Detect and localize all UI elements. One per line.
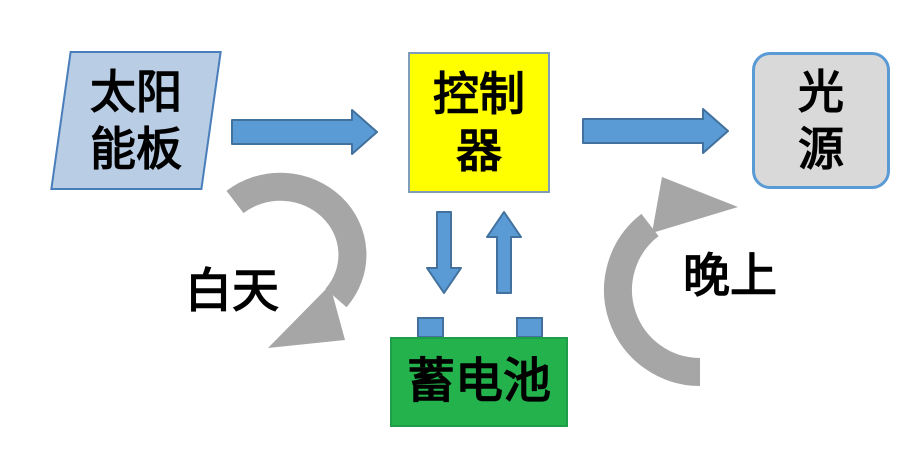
battery-terminal-left xyxy=(417,317,444,338)
daytime-label: 白天 xyxy=(185,266,279,318)
solar-panel-label-line1: 太阳 xyxy=(90,66,182,118)
light-source-label-line1: 光 xyxy=(798,66,844,118)
arrow-controller-to-battery xyxy=(426,211,462,294)
daytime-curved-arrow-band xyxy=(226,172,367,308)
night-curved-arrow-head xyxy=(652,177,738,233)
solar-panel-label-line2: 能板 xyxy=(90,123,182,175)
arrow-battery-to-controller xyxy=(486,211,522,294)
daytime-curved-arrow-head xyxy=(268,285,345,348)
arrow-solar-to-controller xyxy=(231,109,378,155)
controller-node: 控制 器 xyxy=(408,52,550,193)
battery-label: 蓄电池 xyxy=(406,355,551,408)
controller-label-line2: 器 xyxy=(456,125,502,177)
battery-terminal-right xyxy=(516,317,543,338)
arrow-controller-to-light xyxy=(582,108,729,154)
controller-label-line1: 控制 xyxy=(433,68,525,120)
light-source-node: 光 源 xyxy=(752,52,890,189)
light-source-label-line2: 源 xyxy=(798,123,844,175)
night-label: 晚上 xyxy=(683,251,777,303)
solar-panel-node: 太阳 能板 xyxy=(60,51,212,190)
battery-node: 蓄电池 xyxy=(390,337,568,427)
night-curved-arrow-band xyxy=(604,213,701,386)
